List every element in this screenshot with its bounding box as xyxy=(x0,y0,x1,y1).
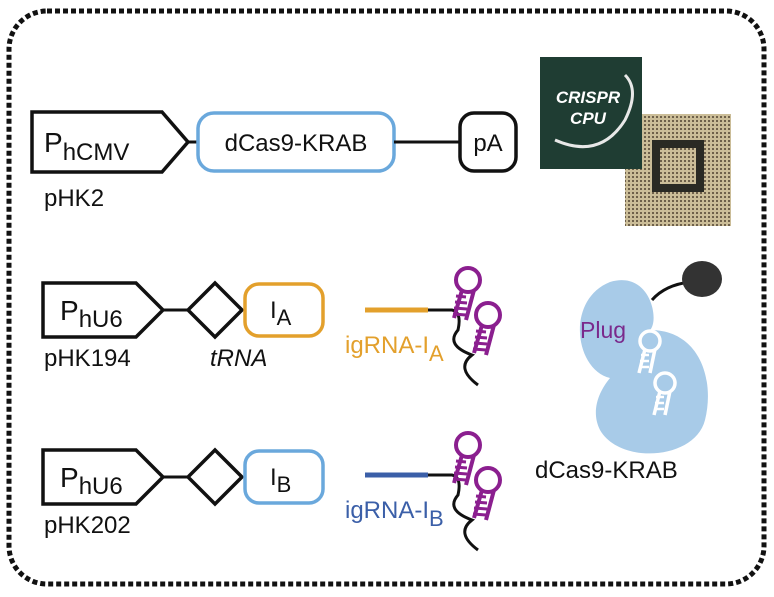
svg-text:igRNA-IA: igRNA-IA xyxy=(345,332,444,366)
svg-text:IA: IA xyxy=(270,297,292,330)
construct-phk194: PhU6 pHK194 tRNA IA xyxy=(41,280,325,372)
plug-label: Plug xyxy=(580,317,626,343)
svg-text:IB: IB xyxy=(270,464,291,497)
igrna-ia: igRNA-IA xyxy=(345,266,502,387)
insert-label: I xyxy=(270,464,277,491)
plasmid-label: pHK202 xyxy=(44,512,131,539)
insert-ib xyxy=(243,449,325,505)
svg-text:PhU6: PhU6 xyxy=(60,295,123,333)
igrna-label: igRNA-I xyxy=(345,332,429,359)
insert-sub: A xyxy=(277,305,292,330)
promoter-label: P xyxy=(60,462,79,493)
trna-diamond xyxy=(185,280,245,340)
crispr-cpu-chip: CRISPR CPU xyxy=(540,57,731,226)
svg-text:PhU6: PhU6 xyxy=(60,462,123,500)
promoter-sub: hU6 xyxy=(79,306,123,333)
insert-ia xyxy=(243,282,325,338)
insert-label: I xyxy=(270,297,277,324)
svg-text:igRNA-IB: igRNA-IB xyxy=(345,497,444,531)
promoter-label: P xyxy=(44,127,63,158)
complex-label: dCas9-KRAB xyxy=(535,457,678,484)
svg-text:PhCMV: PhCMV xyxy=(44,127,129,166)
promoter-label: P xyxy=(60,295,79,326)
insert-sub: B xyxy=(277,472,292,497)
promoter-hu6 xyxy=(41,448,166,506)
krab-domain xyxy=(682,261,722,297)
chip-label-2: CPU xyxy=(570,109,607,128)
plasmid-label: pHK2 xyxy=(44,185,104,212)
trna-diamond xyxy=(185,447,245,507)
terminator-pa xyxy=(458,111,518,173)
igrna-sub: A xyxy=(429,341,444,366)
promoter-sub: hCMV xyxy=(63,139,130,166)
igrna-ib: igRNA-IB xyxy=(345,431,502,552)
chip-label-1: CRISPR xyxy=(556,88,621,107)
plasmid-label: pHK194 xyxy=(44,345,131,372)
igrna-label: igRNA-I xyxy=(345,497,429,524)
promoter-hcmv xyxy=(30,110,191,174)
construct-phk2: PhCMV pHK2 dCas9-KRAB pA xyxy=(30,110,518,212)
dashed-border xyxy=(6,8,767,587)
dcas9-krab-complex: Plug dCas9-KRAB xyxy=(535,261,722,484)
igrna-sub: B xyxy=(429,506,444,531)
promoter-sub: hU6 xyxy=(79,473,123,500)
gene-label: dCas9-KRAB xyxy=(225,130,368,157)
promoter-hu6 xyxy=(41,281,166,339)
construct-phk202: PhU6 pHK202 IB xyxy=(41,447,325,539)
trna-label: tRNA xyxy=(210,345,267,372)
terminator-label: pA xyxy=(473,130,502,157)
